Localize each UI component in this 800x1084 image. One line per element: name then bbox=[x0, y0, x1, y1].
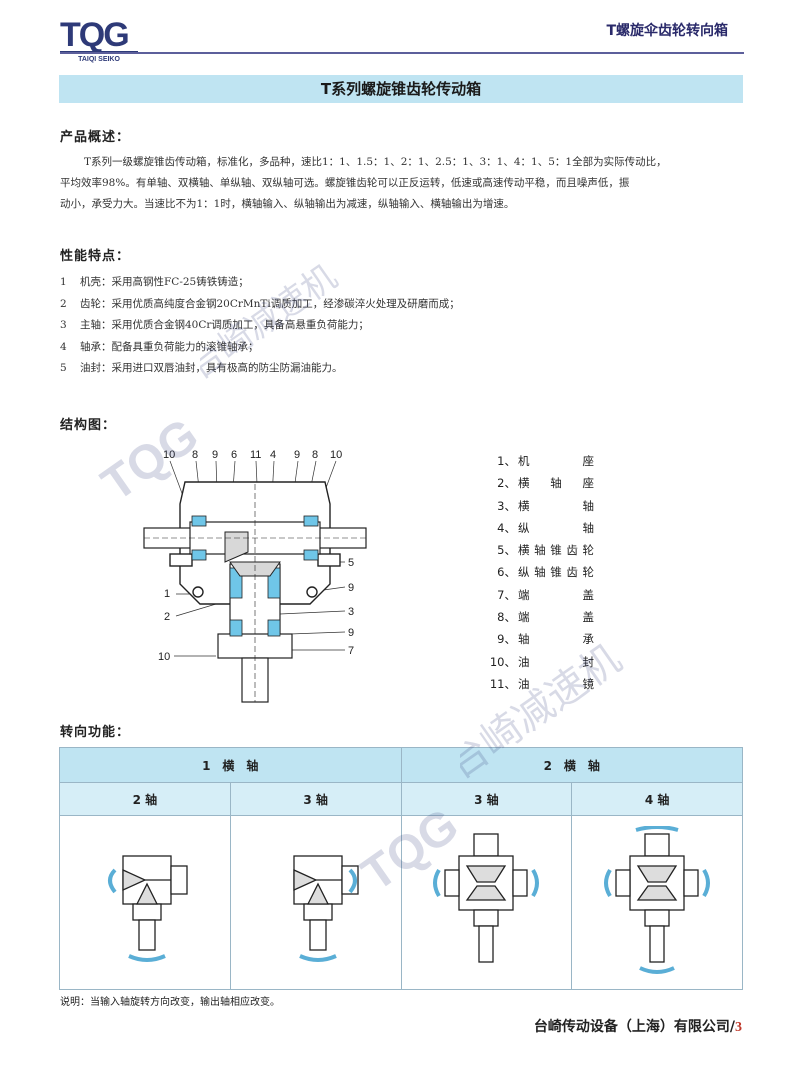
callout-label: 10 bbox=[158, 651, 170, 663]
group-header: 2 横 轴 bbox=[400, 747, 743, 783]
callout-label: 11 bbox=[250, 449, 261, 461]
callout-label: 4 bbox=[270, 449, 276, 461]
column-header: 3 轴 bbox=[229, 782, 402, 816]
callout-label: 9 bbox=[212, 449, 218, 461]
legend-item: 4、纵轴 bbox=[497, 520, 594, 535]
logo-subtext: TAIQI SEIKO bbox=[78, 56, 120, 63]
gearbox-3axis-dual-diagram bbox=[433, 833, 540, 963]
gearbox-structure-diagram: 10 8 9 6 11 4 9 8 10 5 9 3 9 7 1 2 10 bbox=[143, 449, 367, 703]
callout-label: 2 bbox=[164, 611, 170, 623]
callout-label: 7 bbox=[348, 645, 354, 657]
callout-label: 9 bbox=[348, 582, 354, 594]
callout-label: 10 bbox=[330, 449, 342, 461]
callout-label: 8 bbox=[192, 449, 198, 461]
legend-item: 8、端盖 bbox=[497, 610, 594, 625]
overview-heading: 产品概述： bbox=[60, 130, 131, 145]
gearbox-2axis-diagram bbox=[107, 855, 188, 962]
steering-table: 1 横 轴 2 横 轴 2 轴 3 轴 3 轴 4 轴 bbox=[59, 747, 743, 990]
footer: 台崎传动设备（上海）有限公司/3 bbox=[534, 1016, 742, 1036]
callout-label: 1 bbox=[164, 588, 170, 600]
legend-item: 5、横轴锥齿轮 bbox=[497, 543, 594, 558]
callout-label: 5 bbox=[348, 557, 354, 569]
legend-item: 1、机座 bbox=[497, 454, 594, 468]
page-title: T系列螺旋锥齿轮传动箱 bbox=[59, 75, 743, 103]
callout-label: 3 bbox=[348, 606, 354, 618]
callout-label: 9 bbox=[348, 627, 354, 639]
header-title: T螺旋伞齿轮转向箱 bbox=[606, 23, 728, 39]
features-heading: 性能特点： bbox=[60, 249, 131, 264]
legend-item: 3、横轴 bbox=[497, 498, 594, 513]
gearbox-3axis-diagram bbox=[292, 855, 359, 962]
group-header: 1 横 轴 bbox=[59, 747, 402, 783]
legend-item: 6、纵轴锥齿轮 bbox=[497, 565, 594, 580]
overview-line: 平均效率98%。有单轴、双横轴、单纵轴、双纵轴可选。螺旋锥齿轮可以正反运转，低速… bbox=[60, 177, 630, 189]
legend-item: 11、油镜 bbox=[489, 676, 594, 691]
logo-text: TQG bbox=[60, 16, 128, 54]
callout-label: 8 bbox=[312, 449, 318, 461]
column-header: 2 轴 bbox=[59, 782, 231, 816]
overview-paragraph: T系列一级螺旋锥齿传动箱，标准化，多品种，速比1：1、1.5：1、2：1、2.5… bbox=[60, 152, 750, 215]
legend-item: 10、油封 bbox=[489, 654, 594, 669]
steering-diagram-cell bbox=[59, 815, 231, 990]
company-logo: TQG TAIQI SEIKO bbox=[58, 14, 140, 64]
steering-diagram-cell bbox=[571, 815, 743, 990]
steering-diagram-cell bbox=[229, 815, 402, 990]
callout-label: 6 bbox=[231, 449, 237, 461]
structure-legend: 1、机座 2、横轴座 3、横轴 4、纵轴 5、横轴锥齿轮 6、纵轴锥齿轮 7、端… bbox=[478, 450, 608, 695]
page-number: 3 bbox=[735, 1020, 742, 1035]
callout-label: 9 bbox=[294, 449, 300, 461]
gearbox-4axis-diagram bbox=[604, 825, 711, 974]
steering-heading: 转向功能： bbox=[60, 725, 131, 740]
legend-item: 7、端盖 bbox=[497, 587, 594, 602]
callout-label: 10 bbox=[163, 449, 175, 461]
header-divider bbox=[60, 52, 744, 54]
footer-company: 台崎传动设备（上海）有限公司/ bbox=[533, 1019, 735, 1035]
steering-diagram-cell bbox=[400, 815, 573, 990]
overview-line: T系列一级螺旋锥齿传动箱，标准化，多品种，速比1：1、1.5：1、2：1、2.5… bbox=[84, 156, 667, 168]
overview-line: 动小，承受力大。当速比不为1：1时，横轴输入、纵轴输出为减速，纵轴输入、横轴输出… bbox=[60, 198, 515, 210]
legend-item: 2、横轴座 bbox=[497, 476, 594, 491]
column-header: 4 轴 bbox=[571, 782, 743, 816]
column-header: 3 轴 bbox=[400, 782, 573, 816]
structure-heading: 结构图： bbox=[60, 418, 117, 433]
legend-item: 9、轴承 bbox=[497, 632, 594, 647]
steering-note: 说明：当输入轴旋转方向改变，输出轴相应改变。 bbox=[60, 997, 280, 1008]
